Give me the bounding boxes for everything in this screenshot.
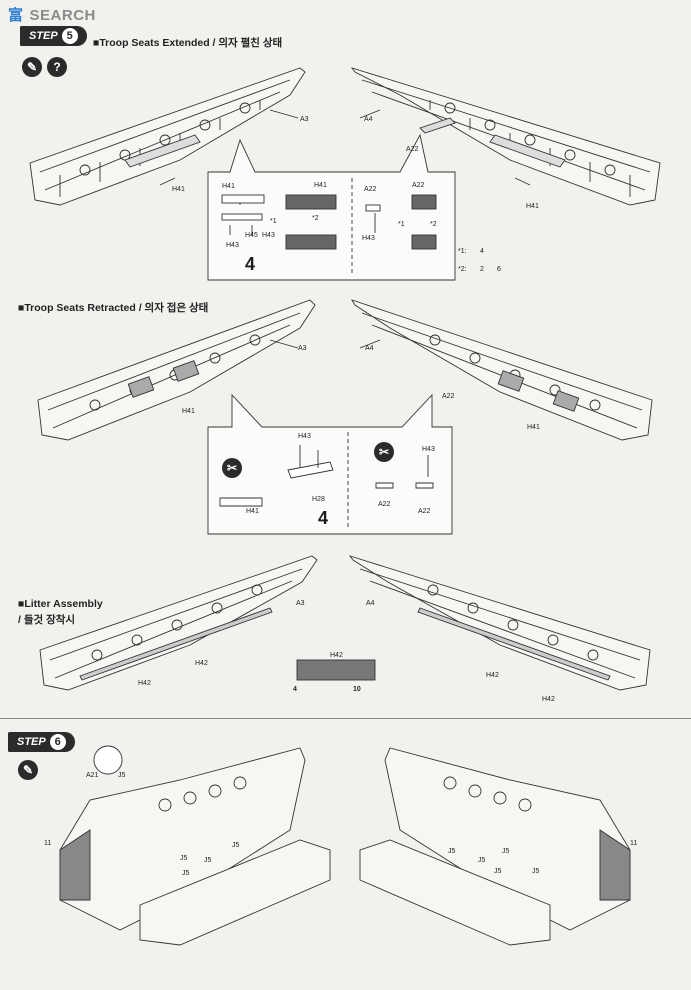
label-j5-b: J5 bbox=[204, 857, 212, 864]
label-a4-2: A4 bbox=[365, 345, 374, 352]
hull-left-1 bbox=[29, 67, 306, 206]
note-1-value: 4 bbox=[480, 248, 484, 255]
label-a22-box: A22 bbox=[364, 186, 377, 193]
step-number: 6 bbox=[49, 734, 66, 750]
watermark-logo: 富 bbox=[8, 7, 24, 24]
label-j5-detail: J5 bbox=[118, 772, 126, 779]
label-j5-d: J5 bbox=[182, 870, 190, 877]
label-a22-box-2a: A22 bbox=[378, 501, 391, 508]
fuselage-right-lower bbox=[359, 839, 551, 946]
glue-icon: ✎ bbox=[18, 760, 38, 780]
label-a22-1: A22 bbox=[406, 146, 419, 153]
paint-number-10: 10 bbox=[353, 686, 361, 693]
label-h42-3c: H42 bbox=[486, 672, 499, 679]
section-title-litter-kr: / 들것 장착시 bbox=[18, 614, 76, 626]
cut-icon: ✂ bbox=[374, 442, 394, 462]
section-title-litter: ■Litter Assembly bbox=[18, 598, 103, 610]
watermark-text: SEARCH bbox=[29, 7, 96, 24]
paint-number-4a: 4 bbox=[245, 254, 256, 274]
label-a4-3: A4 bbox=[366, 600, 375, 607]
label-h45-box: H45 bbox=[245, 232, 258, 239]
cut-icon: ✂ bbox=[222, 458, 242, 478]
step-6-badge: STEP 6 bbox=[8, 732, 75, 752]
label-h43-2b: H43 bbox=[422, 446, 435, 453]
fuselage-left-lower bbox=[139, 839, 331, 946]
label-j5-f: J5 bbox=[478, 857, 486, 864]
label-j5-i: J5 bbox=[532, 868, 540, 875]
litter-part bbox=[296, 659, 376, 681]
note-2: *2: bbox=[458, 266, 467, 273]
label-j5-a: J5 bbox=[180, 855, 188, 862]
label-a4-1: A4 bbox=[364, 116, 373, 123]
label-h41-2a: H41 bbox=[182, 408, 195, 415]
label-a3-1: A3 bbox=[300, 116, 309, 123]
label-h41-2b: H41 bbox=[527, 424, 540, 431]
label-h43-box3: H43 bbox=[362, 235, 375, 242]
label-a3-2: A3 bbox=[298, 345, 307, 352]
note-2-value-a: 2 bbox=[480, 266, 484, 273]
question-icon: ? bbox=[47, 57, 67, 77]
marker-2a: *2 bbox=[312, 215, 319, 222]
label-a3-3: A3 bbox=[296, 600, 305, 607]
label-j5-e: J5 bbox=[448, 848, 456, 855]
label-j5-h: J5 bbox=[494, 868, 502, 875]
section-title-extended: ■Troop Seats Extended / 의자 펼친 상태 bbox=[93, 37, 283, 49]
note-1: *1: bbox=[458, 248, 467, 255]
fuselage-left bbox=[59, 747, 306, 931]
paint-number-11b: 11 bbox=[630, 840, 638, 847]
label-h42-3d: H42 bbox=[542, 696, 555, 703]
fuselage-right bbox=[384, 747, 631, 931]
paint-number-11a: 11 bbox=[44, 840, 52, 847]
glue-icon: ✎ bbox=[22, 57, 42, 77]
marker-1a: *1 bbox=[270, 218, 277, 225]
hull-right-3 bbox=[348, 555, 651, 691]
label-j5-g: J5 bbox=[502, 848, 510, 855]
label-h43-box: H43 bbox=[262, 232, 275, 239]
paint-number-4b: 4 bbox=[318, 508, 329, 528]
step-label: STEP bbox=[29, 30, 58, 42]
hull-left-3 bbox=[39, 555, 318, 691]
hull-right-1 bbox=[350, 67, 661, 206]
label-h41-1b: H41 bbox=[526, 203, 539, 210]
marker-1b: *1 bbox=[398, 221, 405, 228]
label-h42-center: H42 bbox=[330, 652, 343, 659]
section-title-retracted: ■Troop Seats Retracted / 의자 접은 상태 bbox=[18, 302, 209, 314]
hull-right-2 bbox=[350, 299, 653, 441]
seat-right-1 bbox=[489, 134, 566, 168]
label-h41-box-2: H41 bbox=[246, 508, 259, 515]
label-h42-3b: H42 bbox=[138, 680, 151, 687]
label-a22-box-2b: A22 bbox=[418, 508, 431, 515]
step-number: 5 bbox=[61, 28, 78, 44]
seat-left-1 bbox=[124, 134, 201, 168]
label-j5-c: J5 bbox=[232, 842, 240, 849]
note-2-value-b: 6 bbox=[497, 266, 501, 273]
label-a22-box2: A22 bbox=[412, 182, 425, 189]
label-h28: H28 bbox=[312, 496, 325, 503]
label-h41-box: H41 bbox=[222, 183, 235, 190]
watermark: 富 SEARCH bbox=[8, 4, 96, 25]
step-label: STEP bbox=[17, 736, 46, 748]
marker-2b: *2 bbox=[430, 221, 437, 228]
detail-circle bbox=[93, 745, 123, 775]
section-divider bbox=[0, 718, 691, 719]
label-h43-2: H43 bbox=[298, 433, 311, 440]
label-h41-1a: H41 bbox=[172, 186, 185, 193]
label-h41-box2: H41 bbox=[314, 182, 327, 189]
label-a22-2: A22 bbox=[442, 393, 455, 400]
label-h43-box2: H43 bbox=[226, 242, 239, 249]
label-h42-3a: H42 bbox=[195, 660, 208, 667]
step-5-badge: STEP 5 bbox=[20, 26, 87, 46]
paint-number-4c: 4 bbox=[293, 686, 297, 693]
label-a21: A21 bbox=[86, 772, 99, 779]
